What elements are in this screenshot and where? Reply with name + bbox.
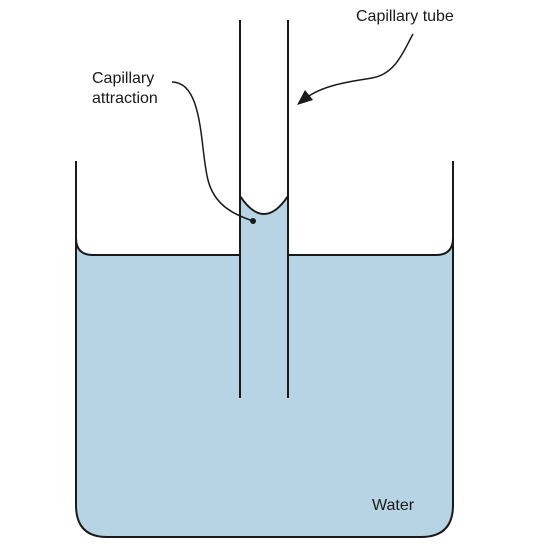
beaker-outline (75, 161, 454, 538)
water-label: Water (372, 497, 415, 514)
tube-water-column (240, 196, 288, 400)
capillary-attraction-label: Capillary attraction (92, 69, 158, 109)
tube-meniscus (239, 195, 289, 215)
capillary-attraction-dot (250, 218, 256, 224)
capillary-attraction-label-line1: Capillary (92, 70, 155, 87)
capillary-tube-leader (305, 33, 414, 99)
water-surface-left (75, 237, 240, 256)
capillary-attraction-label-line2: attraction (92, 90, 158, 107)
capillary-tube-label: Capillary tube (356, 8, 454, 25)
capillary-tube-arrowhead (297, 90, 313, 105)
capillary-attraction-leader (171, 81, 254, 222)
water-surface-right (288, 237, 454, 256)
